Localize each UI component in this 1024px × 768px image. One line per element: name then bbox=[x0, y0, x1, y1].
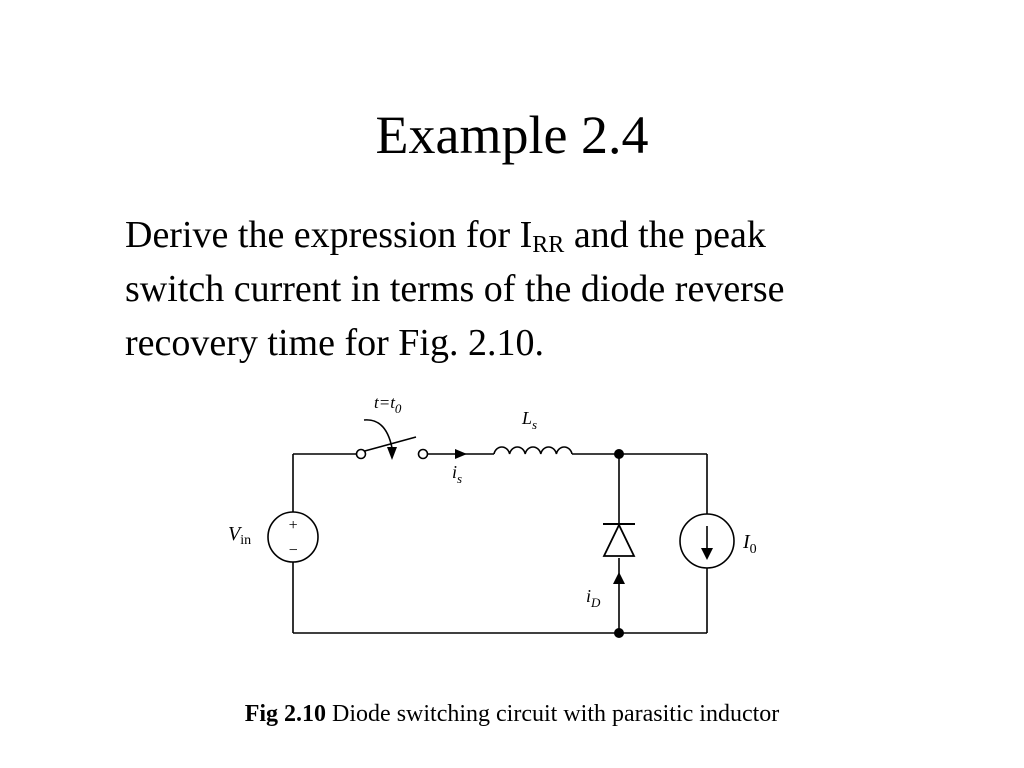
switch-current-label: is bbox=[452, 462, 462, 486]
problem-line-1-end: and the peak bbox=[564, 214, 766, 256]
junction-bottom bbox=[614, 628, 624, 638]
switch-current-arrow-icon bbox=[455, 449, 467, 459]
problem-statement: Derive the expression for IRR and the pe… bbox=[125, 208, 945, 370]
current-source-icon bbox=[679, 513, 735, 569]
source-minus-sign: − bbox=[288, 542, 299, 559]
caption-figure-number: Fig 2.10 bbox=[244, 701, 327, 727]
source-voltage-label: Vin bbox=[228, 523, 251, 548]
switch-blade bbox=[360, 436, 417, 453]
problem-line-1: Derive the expression for IRR and the pe… bbox=[125, 208, 945, 262]
current-source-arrowhead bbox=[701, 548, 713, 560]
irr-subscript: RR bbox=[532, 232, 565, 258]
diode-current-arrow-icon bbox=[613, 572, 625, 584]
inductor-label: Ls bbox=[521, 408, 537, 432]
inductor-icon bbox=[493, 446, 573, 455]
caption-text: Diode switching circuit with parasitic i… bbox=[326, 701, 780, 727]
switch-contact-right bbox=[417, 448, 429, 460]
load-current-label: I0 bbox=[742, 531, 757, 557]
diode-current-label: iD bbox=[586, 586, 601, 610]
junction-top bbox=[614, 449, 624, 459]
diode-icon bbox=[602, 522, 636, 557]
figure-caption: Fig 2.10 Diode switching circuit with pa… bbox=[0, 698, 1024, 730]
problem-line-1-text: Derive the expression for I bbox=[125, 214, 533, 256]
switch-time-label: t=t0 bbox=[374, 393, 402, 416]
voltage-source-icon bbox=[267, 511, 319, 563]
switch-contact-left bbox=[355, 448, 367, 460]
problem-line-2: switch current in terms of the diode rev… bbox=[125, 268, 785, 310]
source-plus-sign: + bbox=[288, 517, 299, 534]
switch-arc-arrowhead bbox=[387, 447, 397, 460]
switch-actuation-arc bbox=[363, 419, 393, 449]
slide-title: Example 2.4 bbox=[375, 105, 649, 165]
problem-line-3: recovery time for Fig. 2.10. bbox=[125, 322, 544, 364]
